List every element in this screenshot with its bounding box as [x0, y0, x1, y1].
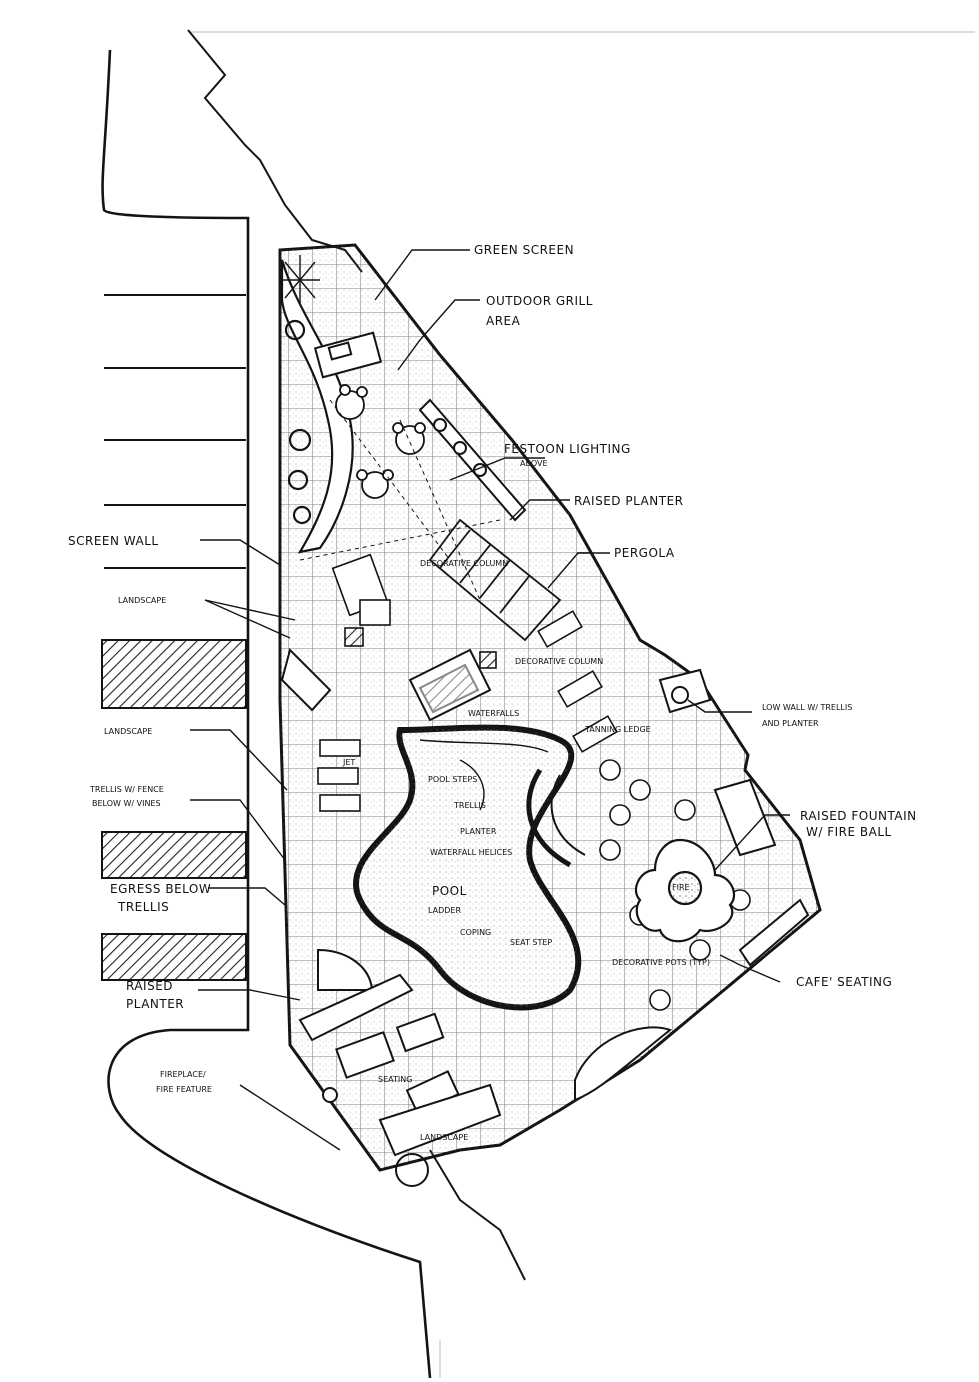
lounge-chairs — [317, 553, 618, 812]
label-spa-jet: JET — [342, 758, 355, 767]
callout-festoon: FESTOON LIGHTING — [504, 442, 631, 456]
street-outline — [101, 49, 432, 1379]
label-pool: POOL — [432, 884, 467, 898]
label-decorative-pots: DECORATIVE POTS (TYP) — [612, 958, 710, 967]
cafe-tables — [599, 759, 751, 1011]
callout-fireplace-2: FIRE FEATURE — [156, 1085, 212, 1094]
callout-outdoor-grill-2: AREA — [486, 314, 521, 328]
callout-egress-2: TRELLIS — [117, 900, 169, 914]
raised-planter-strip — [418, 398, 527, 522]
callout-raised-planter-left-2: PLANTER — [126, 997, 184, 1011]
callout-trellis-fence-2: BELOW W/ VINES — [92, 799, 161, 808]
label-seating: SEATING — [378, 1075, 412, 1084]
label-decorative-column-1: DECORATIVE COLUMN — [420, 559, 508, 568]
label-landscape-bottom: LANDSCAPE — [420, 1133, 468, 1142]
callout-green-screen: GREEN SCREEN — [474, 243, 574, 257]
callout-landscape-2: LANDSCAPE — [104, 727, 152, 736]
label-seat-step: SEAT STEP — [510, 938, 552, 947]
callout-outdoor-grill: OUTDOOR GRILL — [486, 294, 593, 308]
leader-lines — [190, 249, 790, 1151]
label-waterfall-helices: WATERFALL HELICES — [430, 848, 512, 857]
label-ladder: LADDER — [428, 906, 461, 915]
callout-low-wall: LOW WALL W/ TRELLIS — [762, 703, 852, 712]
label-coping: COPING — [460, 928, 491, 937]
lower-left-features — [280, 648, 502, 1187]
callout-raised-planter-left: RAISED — [126, 979, 173, 993]
label-tanning-ledge: TANNING LEDGE — [584, 725, 651, 734]
label-fire-feature: FIRE — [672, 883, 690, 892]
pool — [353, 724, 582, 1011]
label-pool-steps: POOL STEPS — [428, 775, 477, 784]
spa — [408, 648, 492, 722]
trellis-arc — [526, 768, 586, 868]
label-planter: PLANTER — [460, 827, 497, 836]
callout-egress: EGRESS BELOW — [110, 882, 211, 896]
outdoor-grill — [313, 331, 383, 379]
pergola — [428, 518, 562, 642]
label-waterfalls: WATERFALLS — [468, 709, 519, 718]
plan-labels: DECORATIVE COLUMN DECORATIVE COLUMN WATE… — [342, 559, 710, 1142]
right-planters — [574, 668, 810, 1102]
callout-cafe-seating: CAFE' SEATING — [796, 975, 892, 989]
site-boundary — [278, 243, 822, 1172]
parking-stalls — [101, 294, 247, 981]
label-trellis: TRELLIS — [453, 801, 486, 810]
grill-area-tables — [335, 384, 426, 499]
callout-raised-fountain: RAISED FOUNTAIN — [800, 809, 917, 823]
callout-screen-wall: SCREEN WALL — [68, 534, 159, 548]
callout-trellis-fence: TRELLIS W/ FENCE — [89, 785, 164, 794]
festoon-lines — [299, 399, 501, 601]
callouts: GREEN SCREEN OUTDOOR GRILL AREA FESTOON … — [68, 243, 917, 1094]
callout-festoon-2: ABOVE — [520, 459, 548, 468]
callout-pergola: PERGOLA — [614, 546, 675, 560]
callout-raised-planter: RAISED PLANTER — [574, 494, 684, 508]
callout-fireplace: FIREPLACE/ — [160, 1070, 206, 1079]
callout-landscape-1: LANDSCAPE — [118, 596, 166, 605]
raised-fountain — [634, 838, 736, 943]
callout-raised-fountain-2: W/ FIRE BALL — [806, 825, 892, 839]
label-decorative-column-2: DECORATIVE COLUMN — [515, 657, 603, 666]
callout-low-wall-2: AND PLANTER — [762, 719, 819, 728]
